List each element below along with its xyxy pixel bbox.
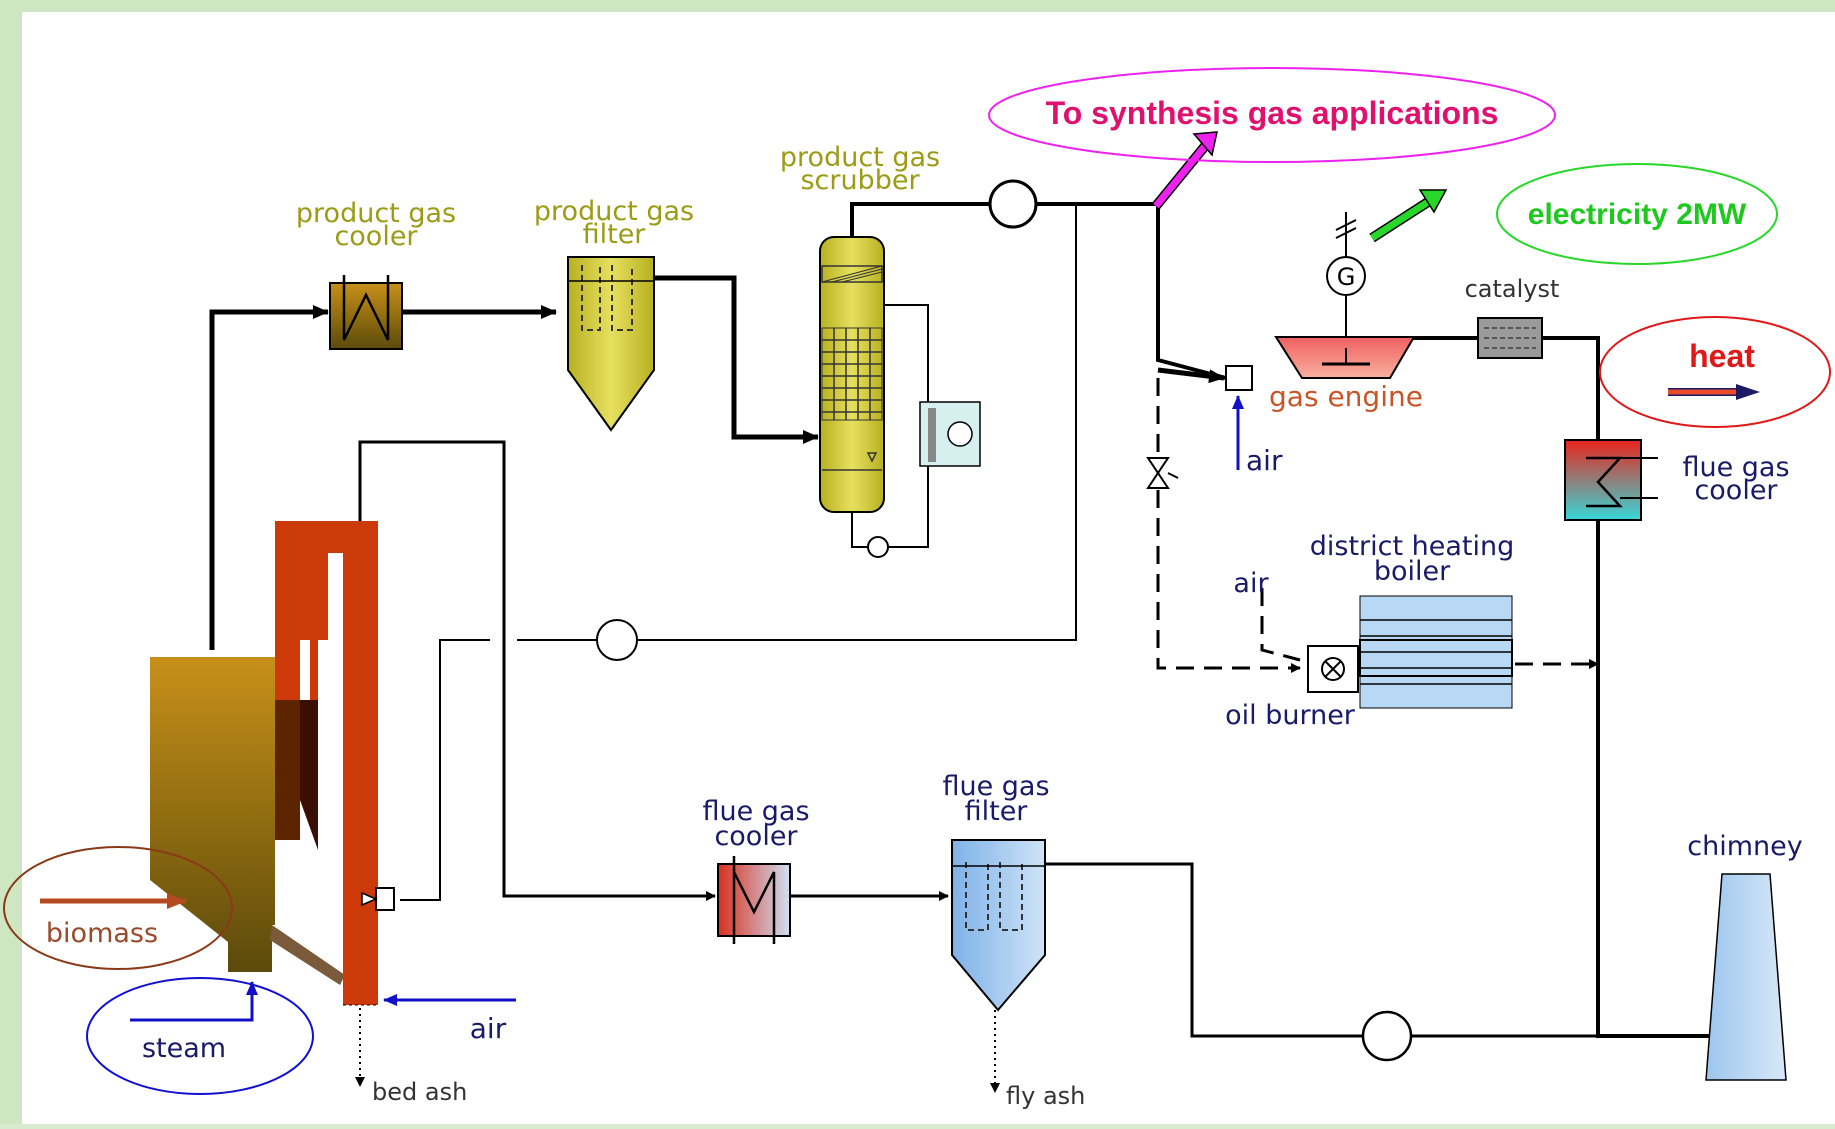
product-gas-cooler-label-2: cooler [334, 221, 418, 252]
product-gas-scrubber-label-1: product gas [780, 142, 940, 173]
gas-engine [1225, 296, 1416, 391]
chimney-stack [1705, 873, 1787, 1081]
product-gas-filter-label-2: filter [583, 219, 647, 250]
generator [1326, 212, 1366, 296]
product-gas-cooler-label-1: product gas [296, 198, 456, 229]
electricity-arrow [1369, 189, 1448, 243]
recirculation-blower [596, 619, 638, 661]
flue-gas-filter-label-1: flue gas [942, 771, 1049, 802]
steam-arrow [130, 981, 258, 1022]
product-gas-filter-label-1: product gas [534, 196, 694, 227]
district-heating-boiler [1359, 595, 1513, 709]
product-gas-pipes [209, 202, 1718, 1038]
biomass-ellipse [3, 846, 233, 970]
electricity-label: electricity 2MW [1528, 198, 1747, 231]
bed-ash-label: bed ash [372, 1078, 467, 1106]
flue-gas-cooler-right [1564, 439, 1658, 521]
flue-gas-cooler-right-label-1: flue gas [1682, 452, 1789, 483]
flue-gas-cooler-right-label-2: cooler [1694, 475, 1778, 506]
fly-ash-label: fly ash [1006, 1082, 1085, 1110]
flue-gas-cooler-bottom [717, 856, 791, 944]
product-gas-filter [567, 256, 655, 432]
product-gas-blower [988, 179, 1038, 229]
synthesis-ellipse [988, 67, 1556, 163]
steam-ellipse [86, 977, 314, 1095]
heat-label: heat [1689, 338, 1755, 374]
flue-gas-filter [951, 839, 1046, 1012]
catalyst-label: catalyst [1465, 275, 1560, 303]
left-border-strip [0, 0, 22, 1124]
air-reactor-label: air [470, 1012, 507, 1045]
flue-gas-filter-label-2: filter [965, 796, 1029, 827]
air-engine-label: air [1246, 444, 1283, 477]
biomass-label: biomass [46, 918, 158, 949]
flue-gas-cooler-bottom-label-1: flue gas [702, 796, 809, 827]
product-gas-scrubber-label-2: scrubber [800, 165, 920, 196]
catalyst [1477, 317, 1543, 359]
heat-arrow [1668, 384, 1760, 400]
electricity-ellipse [1496, 163, 1778, 265]
district-heating-label-1: district heating [1310, 531, 1515, 562]
chimney-label: chimney [1687, 831, 1802, 862]
air-burner-label: air [1233, 568, 1269, 599]
flue-gas-cooler-bottom-label-2: cooler [714, 821, 798, 852]
product-gas-scrubber [819, 236, 981, 558]
steam-label: steam [142, 1033, 226, 1064]
flue-gas-blower [1361, 1010, 1413, 1062]
synthesis-arrow [1152, 131, 1218, 210]
generator-label: G [1337, 263, 1356, 291]
heat-ellipse [1599, 316, 1831, 428]
combustion-column [275, 521, 395, 1006]
valve [1146, 457, 1179, 489]
oil-burner-label: oil burner [1225, 700, 1356, 731]
gas-engine-label: gas engine [1269, 380, 1423, 413]
product-gas-cooler [329, 275, 403, 350]
synthesis-label: To synthesis gas applications [1046, 95, 1499, 131]
top-border-strip [0, 0, 1835, 12]
district-heating-label-2: boiler [1374, 556, 1451, 587]
oil-burner [1307, 645, 1359, 693]
